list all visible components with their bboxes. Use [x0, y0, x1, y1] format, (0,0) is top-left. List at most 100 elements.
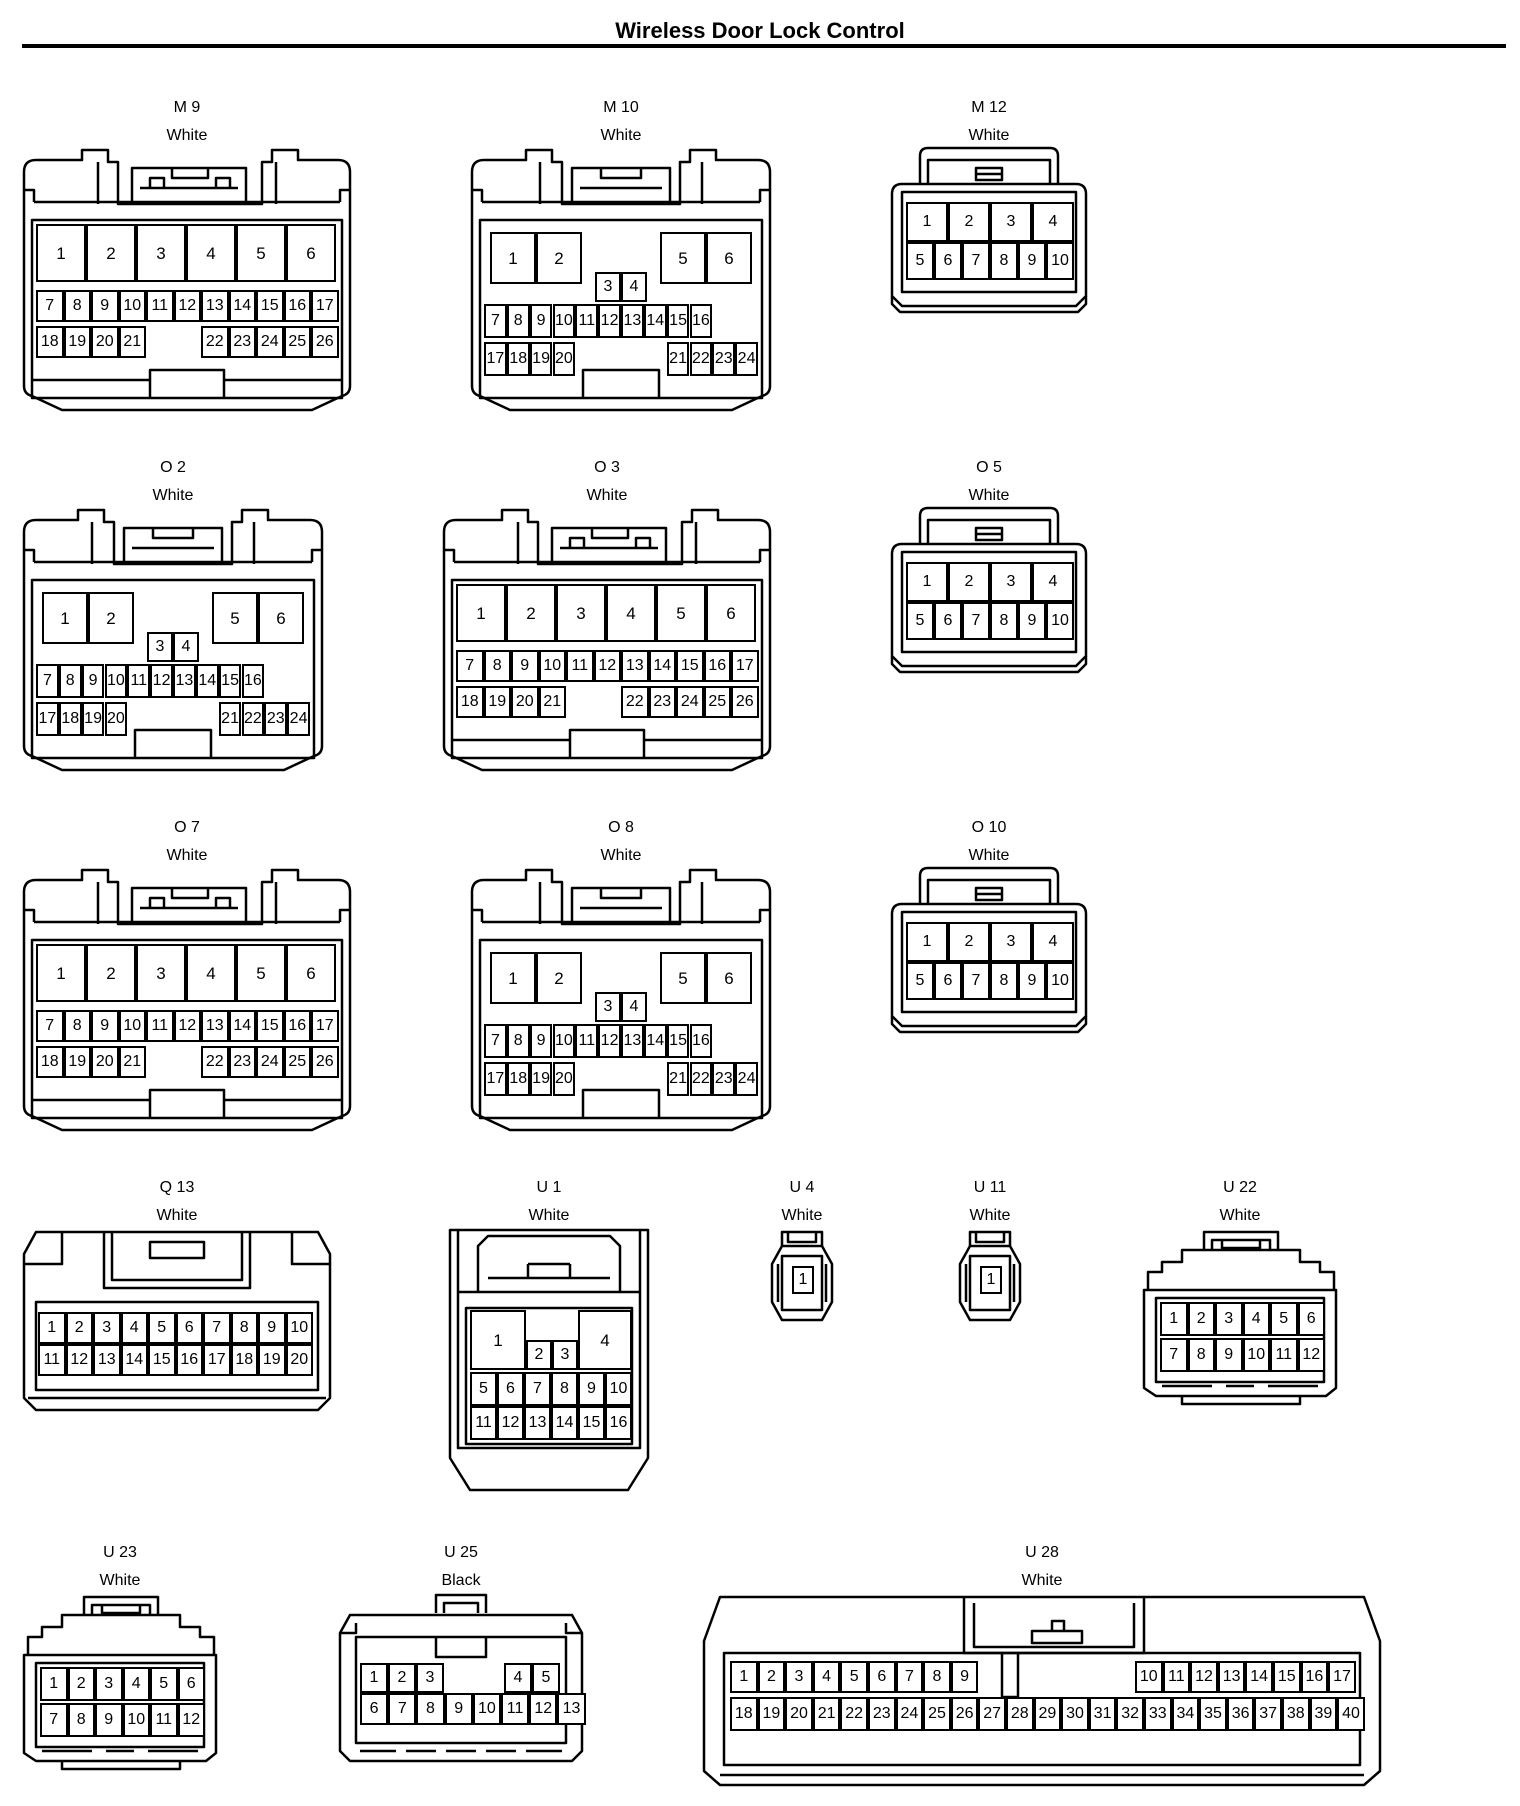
pin-16: 16 [1300, 1661, 1329, 1693]
pin-12: 12 [173, 1010, 201, 1042]
connector-id: U 28 [1025, 1544, 1059, 1561]
pin-34: 34 [1171, 1697, 1200, 1731]
pin-19: 19 [63, 1046, 91, 1078]
connector-housing-outline [22, 148, 352, 412]
pin-13: 13 [557, 1693, 586, 1725]
pin-11: 11 [575, 304, 599, 338]
connector-housing-outline [702, 1595, 1382, 1787]
pin-33: 33 [1144, 1697, 1172, 1731]
pin-9: 9 [444, 1693, 473, 1725]
pin-22: 22 [840, 1697, 868, 1731]
pin-21: 21 [118, 1046, 146, 1078]
pin-17: 17 [311, 290, 339, 322]
pin-20: 20 [285, 1344, 313, 1376]
pin-20: 20 [104, 702, 128, 736]
connector-id: M 9 [173, 99, 201, 116]
pin-12: 12 [177, 1703, 205, 1737]
pin-6: 6 [706, 584, 756, 642]
pin-21: 21 [812, 1697, 841, 1731]
pin-6: 6 [934, 602, 962, 640]
connector-housing-outline [22, 508, 324, 772]
connector-housing [22, 868, 352, 1138]
pin-22: 22 [241, 702, 265, 736]
pin-12: 12 [593, 650, 621, 682]
pin-22: 22 [689, 342, 713, 376]
pin-10: 10 [1046, 242, 1074, 280]
pin-3: 3 [785, 1661, 813, 1693]
pin-23: 23 [228, 1046, 256, 1078]
pin-10: 10 [122, 1703, 150, 1737]
pin-40: 40 [1337, 1697, 1365, 1731]
pin-21: 21 [538, 686, 566, 718]
pin-1: 1 [1160, 1302, 1188, 1336]
pin-24: 24 [256, 1046, 284, 1078]
pin-2: 2 [526, 1340, 552, 1370]
pin-7: 7 [962, 602, 990, 640]
pin-23: 23 [228, 326, 256, 358]
pin-24: 24 [256, 326, 284, 358]
pin-15: 15 [256, 290, 284, 322]
pin-15: 15 [148, 1344, 176, 1376]
pin-2: 2 [67, 1667, 95, 1701]
connector-id: U 23 [103, 1544, 137, 1561]
pin-12: 12 [497, 1406, 524, 1440]
pin-9: 9 [950, 1661, 979, 1693]
pin-9: 9 [1018, 242, 1046, 280]
pin-32: 32 [1116, 1697, 1144, 1731]
pin-18: 18 [58, 702, 82, 736]
pin-25: 25 [703, 686, 731, 718]
connector-id: O 8 [608, 819, 634, 836]
pin-8: 8 [63, 1010, 91, 1042]
pin-14: 14 [551, 1406, 578, 1440]
pin-1: 1 [792, 1266, 814, 1294]
pin-19: 19 [63, 326, 91, 358]
pin-2: 2 [948, 922, 990, 962]
pin-4: 4 [173, 632, 199, 662]
pin-8: 8 [551, 1372, 578, 1406]
pin-6: 6 [706, 232, 752, 284]
pin-19: 19 [757, 1697, 786, 1731]
connector-housing [22, 1228, 332, 1418]
page-title: Wireless Door Lock Control [615, 18, 905, 43]
connector-color: White [166, 847, 208, 864]
pin-7: 7 [36, 1010, 64, 1042]
connector-housing [470, 868, 772, 1138]
pin-23: 23 [712, 1062, 736, 1096]
pin-5: 5 [148, 1312, 176, 1344]
pin-12: 12 [598, 304, 621, 338]
connector-color: White [968, 127, 1010, 144]
pin-13: 13 [93, 1344, 121, 1376]
pin-23: 23 [712, 342, 736, 376]
pin-10: 10 [552, 1024, 576, 1058]
connector-housing-outline [448, 1228, 650, 1492]
pin-11: 11 [501, 1693, 530, 1725]
pin-3: 3 [552, 1340, 578, 1370]
pin-18: 18 [730, 1697, 758, 1731]
pin-3: 3 [990, 922, 1032, 962]
pin-11: 11 [127, 664, 151, 698]
pin-7: 7 [36, 664, 59, 698]
pin-7: 7 [1160, 1338, 1188, 1372]
pin-13: 13 [524, 1406, 551, 1440]
pin-6: 6 [175, 1312, 203, 1344]
pin-17: 17 [311, 1010, 339, 1042]
pin-11: 11 [1162, 1661, 1191, 1693]
pin-2: 2 [65, 1312, 93, 1344]
pin-28: 28 [1006, 1697, 1034, 1731]
pin-5: 5 [840, 1661, 868, 1693]
pin-15: 15 [666, 304, 690, 338]
pin-20: 20 [785, 1697, 813, 1731]
connector-id: O 5 [976, 459, 1002, 476]
connector-id: O 10 [971, 819, 1007, 836]
pin-6: 6 [258, 592, 304, 644]
pin-3: 3 [147, 632, 173, 662]
pin-10: 10 [538, 650, 566, 682]
pin-2: 2 [757, 1661, 786, 1693]
pin-14: 14 [1245, 1661, 1273, 1693]
connector-color: White [528, 1207, 570, 1224]
